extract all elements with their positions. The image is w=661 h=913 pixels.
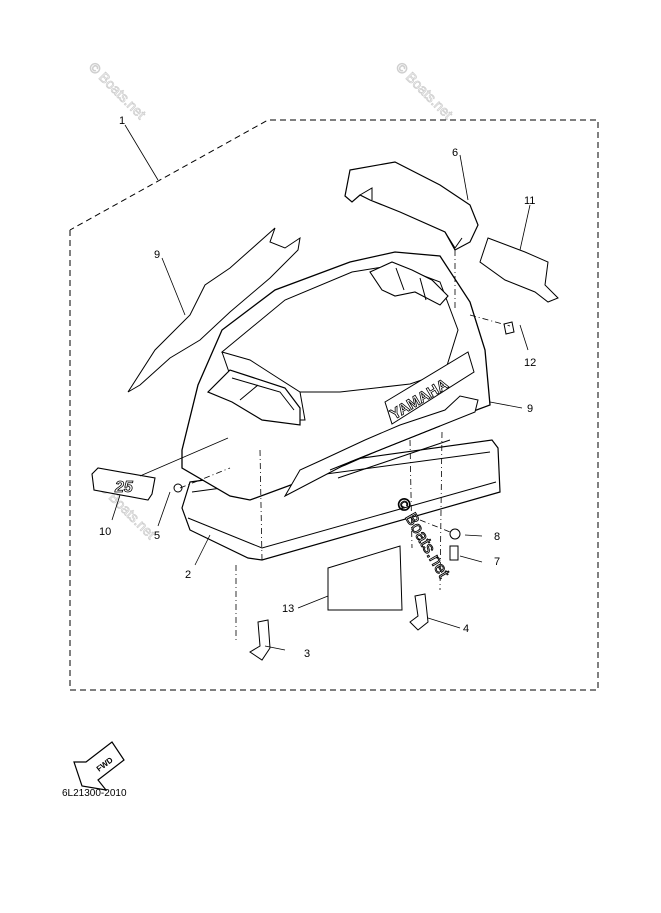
diagram-code: 6L21300-2010 bbox=[62, 788, 127, 799]
callout-5: 5 bbox=[154, 530, 160, 542]
part-6-rear-cover bbox=[344, 161, 479, 251]
side-graphic-lines bbox=[329, 425, 451, 479]
callout-6: 6 bbox=[452, 147, 458, 159]
callout-8: 8 bbox=[494, 531, 500, 543]
decal-25-text: 25 bbox=[114, 479, 134, 496]
part-4-bracket bbox=[409, 593, 429, 631]
callout-3: 3 bbox=[304, 648, 310, 660]
callout-12: 12 bbox=[524, 357, 536, 369]
callout-10: 10 bbox=[99, 526, 111, 538]
part-12-screw bbox=[503, 321, 515, 335]
part-10-decal bbox=[91, 467, 156, 501]
callout-9-right: 9 bbox=[527, 403, 533, 415]
brand-panel bbox=[384, 351, 475, 425]
part-3-bracket bbox=[249, 619, 271, 661]
part-9-decal-upper bbox=[127, 227, 301, 393]
fwd-arrow: FWD bbox=[73, 741, 125, 791]
rear-cover-detail bbox=[359, 187, 463, 249]
callout-2: 2 bbox=[185, 569, 191, 581]
vent-detail bbox=[231, 377, 295, 411]
callout-4: 4 bbox=[463, 623, 469, 635]
callout-11: 11 bbox=[524, 195, 535, 207]
callout-7: 7 bbox=[494, 556, 500, 568]
part-13-plate bbox=[327, 545, 403, 611]
callout-1: 1 bbox=[119, 115, 125, 127]
assembly-boundary bbox=[69, 119, 599, 691]
watermark-top-right: © Boats.net bbox=[393, 59, 456, 122]
part-8-washer bbox=[449, 528, 461, 540]
cowling-handle bbox=[369, 261, 449, 306]
air-intake-vent bbox=[206, 369, 301, 426]
callout-9-upper: 9 bbox=[154, 249, 160, 261]
part-7-bolt bbox=[449, 545, 459, 561]
part-5-grommet bbox=[173, 483, 183, 493]
phantom-lines bbox=[179, 250, 511, 640]
handle-detail bbox=[395, 267, 427, 301]
leader-lines bbox=[111, 124, 531, 651]
watermark-top-left: © Boats.net bbox=[86, 59, 149, 122]
part-11-decal bbox=[479, 237, 559, 303]
callout-13: 13 bbox=[282, 603, 294, 615]
